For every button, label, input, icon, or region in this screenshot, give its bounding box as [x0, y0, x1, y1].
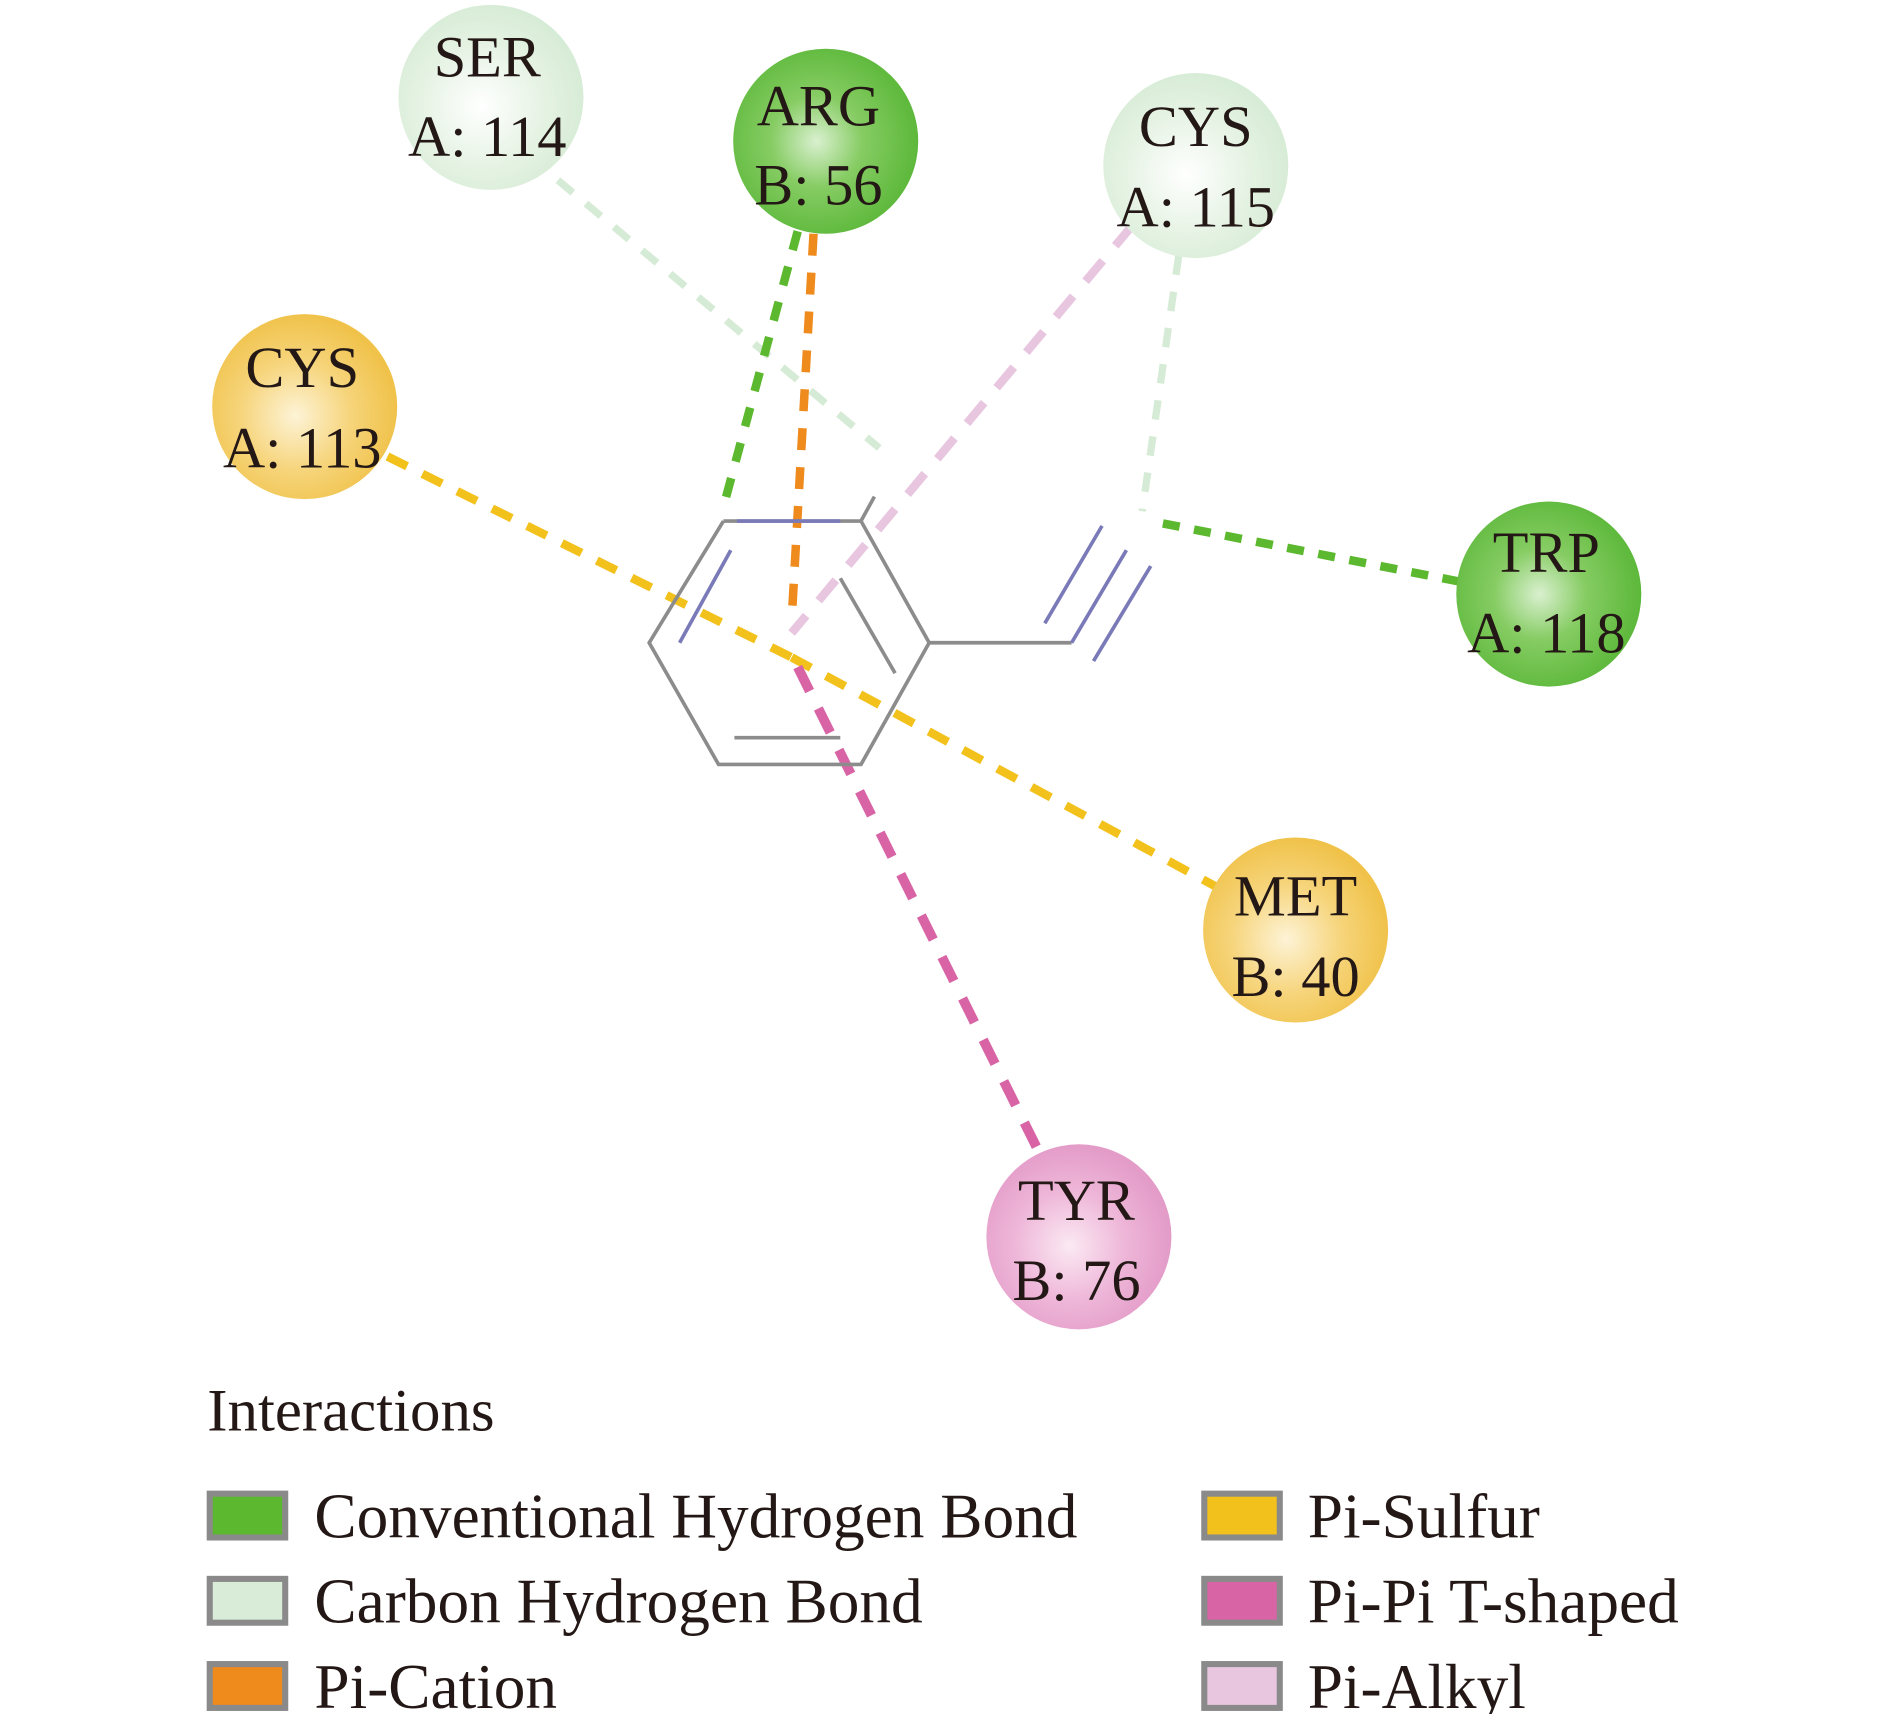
- legend-swatch: [206, 1490, 289, 1541]
- residue-name: TRP: [1493, 520, 1600, 585]
- line-cys115-carbon-hbond: [1138, 255, 1183, 512]
- line-cys115-pi-alkyl: [788, 222, 1136, 636]
- residue-name: MET: [1234, 863, 1357, 928]
- legend-label: Carbon Hydrogen Bond: [314, 1567, 922, 1637]
- legend-label: Pi-Pi T-shaped: [1308, 1567, 1679, 1637]
- residue-ser-a114[interactable]: SER A: 114: [398, 4, 584, 190]
- benzene-ring: [647, 519, 932, 767]
- residue-id: B: 76: [1012, 1248, 1140, 1313]
- double-bond-inner-right: [838, 577, 897, 675]
- legend-swatch: [1201, 1490, 1283, 1541]
- legend-label: Pi-Alkyl: [1308, 1652, 1526, 1714]
- residue-met-b40[interactable]: MET B: 40: [1203, 837, 1389, 1023]
- legend-label: Pi-Cation: [314, 1652, 557, 1714]
- double-bond-inner-left-a: [678, 549, 733, 644]
- residue-cys-a113[interactable]: CYS A: 113: [212, 314, 398, 500]
- legend-item-conventional-hydrogen-bond: Conventional Hydrogen Bond: [206, 1481, 1077, 1551]
- line-arg56-conv-hbond: [718, 230, 802, 513]
- residue-trp-a118[interactable]: TRP A: 118: [1456, 501, 1642, 687]
- residue-id: A: 118: [1467, 600, 1626, 665]
- line-tyr76-pi-pi-t: [793, 664, 1046, 1159]
- legend-swatch: [1201, 1661, 1283, 1711]
- legend: Interactions Conventional Hydrogen Bond …: [206, 1377, 1679, 1714]
- triple-bond-1: [1043, 524, 1104, 625]
- line-arg56-pi-cation: [787, 233, 818, 622]
- residue-name: CYS: [1139, 94, 1253, 159]
- legend-item-carbon-hydrogen-bond: Carbon Hydrogen Bond: [206, 1567, 923, 1637]
- residue-name: ARG: [757, 73, 880, 138]
- residue-tyr-b76[interactable]: TYR B: 76: [986, 1144, 1172, 1330]
- legend-item-pi-sulfur: Pi-Sulfur: [1201, 1481, 1540, 1551]
- legend-label: Pi-Sulfur: [1308, 1481, 1540, 1551]
- ligand-structure: [647, 495, 1153, 767]
- residue-arg-b56[interactable]: ARG B: 56: [733, 48, 919, 234]
- legend-item-pi-cation: Pi-Cation: [206, 1652, 557, 1714]
- residue-id: B: 40: [1231, 944, 1359, 1009]
- hydrogen-stub: [859, 495, 876, 522]
- legend-label: Conventional Hydrogen Bond: [314, 1481, 1077, 1551]
- line-trp118-conv-hbond: [1162, 519, 1462, 587]
- triple-bond-3: [1091, 565, 1153, 662]
- residue-id: A: 114: [408, 104, 567, 169]
- interaction-lines: [385, 177, 1462, 1159]
- legend-title: Interactions: [207, 1377, 494, 1444]
- residue-name: TYR: [1018, 1168, 1135, 1233]
- legend-swatch: [1201, 1575, 1283, 1626]
- legend-item-pi-pi-t-shaped: Pi-Pi T-shaped: [1201, 1567, 1679, 1637]
- residue-name: SER: [434, 25, 541, 90]
- residue-cys-a115[interactable]: CYS A: 115: [1103, 73, 1289, 259]
- residue-id: B: 56: [754, 153, 882, 218]
- residue-id: A: 113: [223, 415, 381, 480]
- legend-item-pi-alkyl: Pi-Alkyl: [1201, 1652, 1526, 1714]
- legend-swatch: [206, 1661, 289, 1711]
- line-met40-pi-sulfur: [789, 653, 1218, 890]
- residue-name: CYS: [245, 335, 359, 400]
- residue-id: A: 115: [1117, 174, 1276, 239]
- legend-swatch: [206, 1575, 289, 1626]
- triple-bond-2: [1070, 549, 1128, 644]
